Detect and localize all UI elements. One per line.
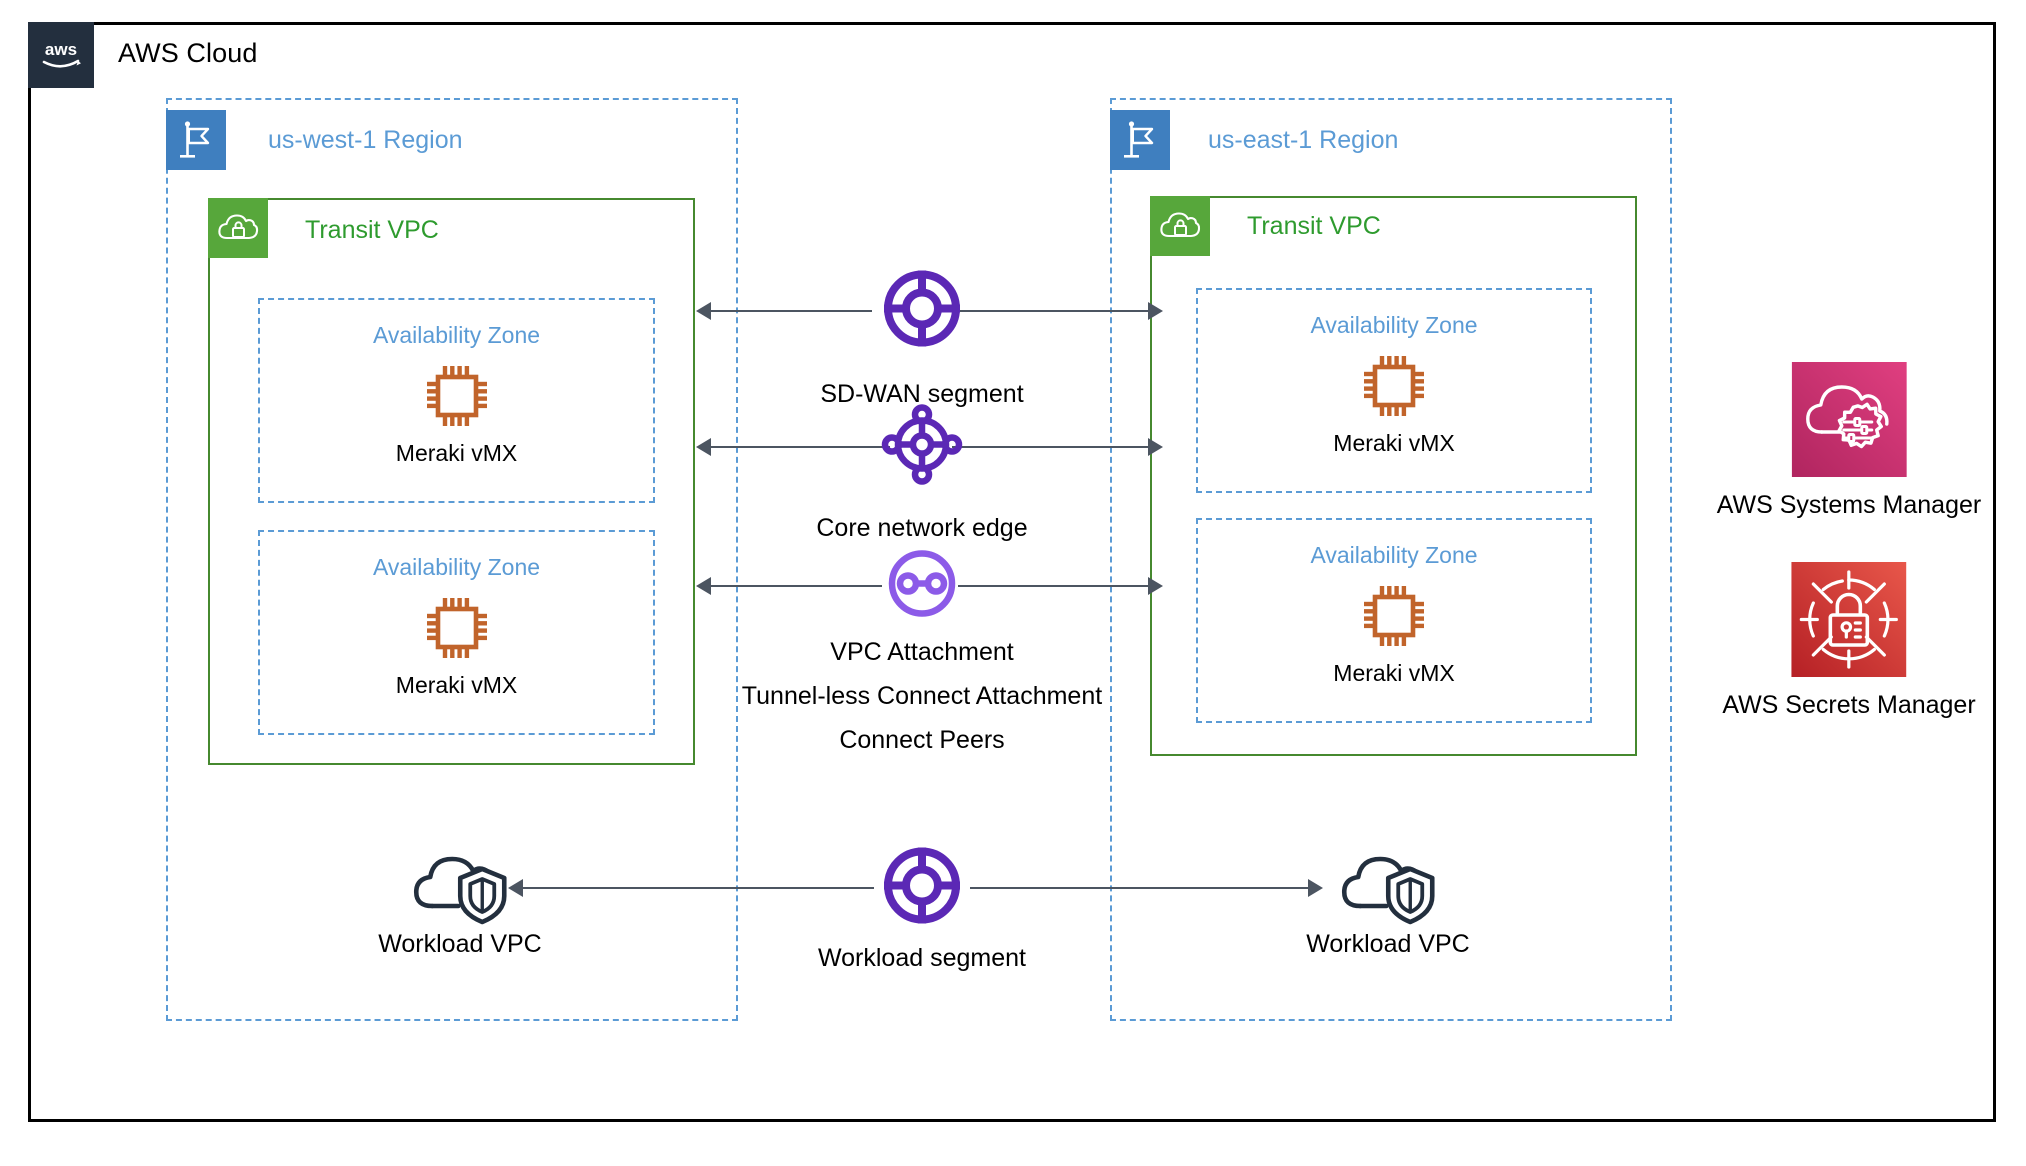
connector-sdwan-right <box>948 310 1148 312</box>
meraki-vmx-label: Meraki vMX <box>395 672 518 698</box>
arrow-left-vpcattach <box>696 577 711 595</box>
chip-icon <box>1364 356 1424 416</box>
meraki-vmx-label: Meraki vMX <box>1333 660 1455 686</box>
transit-vpc-us-west-1 <box>208 198 695 765</box>
arrow-right-workload <box>1308 879 1323 897</box>
meraki-vmx-node: Meraki vMX <box>1198 348 1590 457</box>
availability-zone-label: Availability Zone <box>372 322 541 348</box>
meraki-vmx-node: Meraki vMX <box>260 358 653 467</box>
service-label-systems-manager: AWS Systems Manager <box>1716 491 1982 519</box>
availability-zone-west-2: Availability Zone Meraki vMX <box>258 530 655 735</box>
connector-vpcattach-right <box>958 585 1148 587</box>
transit-vpc-us-east-1 <box>1150 196 1637 756</box>
arrow-right-sdwan <box>1148 302 1163 320</box>
region-flag-icon <box>1110 110 1170 170</box>
availability-zone-east-2: Availability Zone Meraki vMX <box>1196 518 1592 723</box>
vpc-cloud-lock-icon <box>1150 196 1210 256</box>
segment-quadrant-icon <box>880 844 964 933</box>
availability-zone-east-1: Availability Zone Meraki vMX <box>1196 288 1592 493</box>
transit-vpc-title-us-east-1: Transit VPC <box>1247 212 1381 240</box>
connector-sdwan-left <box>710 310 872 312</box>
meraki-vmx-node: Meraki vMX <box>1198 578 1590 687</box>
meraki-vmx-node: Meraki vMX <box>260 590 653 699</box>
transit-vpc-title-us-west-1: Transit VPC <box>305 216 439 244</box>
arrow-right-core <box>1148 438 1163 456</box>
chip-icon <box>426 366 487 426</box>
chip-icon <box>426 598 487 658</box>
region-flag-icon <box>166 110 226 170</box>
arrow-right-vpcattach <box>1148 577 1163 595</box>
connector-core-left <box>710 446 890 448</box>
cloud-shield-icon <box>413 856 507 925</box>
service-label-secrets-manager: AWS Secrets Manager <box>1722 691 1976 719</box>
page-title: AWS Cloud <box>118 38 258 68</box>
service-systems-manager: AWS Systems Manager <box>1717 362 1981 520</box>
workload-vpc-label: Workload VPC <box>378 930 542 958</box>
connector-vpcattach-left <box>710 585 882 587</box>
availability-zone-west-1: Availability Zone Meraki vMX <box>258 298 655 503</box>
core-network-edge-icon <box>880 403 964 492</box>
arrow-left-core <box>696 438 711 456</box>
svg-text:aws: aws <box>45 40 77 59</box>
segment-label-tunnel-less-connect-attachment: Tunnel-less Connect Attachment <box>741 682 1103 710</box>
secrets-manager-icon <box>1791 562 1907 677</box>
region-us-west-1 <box>166 98 738 1021</box>
segment-label-vpc-attachment: VPC Attachment <box>830 638 1014 666</box>
region-title-us-east-1: us-east-1 Region <box>1208 126 1399 154</box>
segment-label-core-network-edge: Core network edge <box>816 514 1028 542</box>
cloud-shield-icon <box>1341 856 1435 925</box>
segment-label-connect-peers: Connect Peers <box>839 726 1005 754</box>
availability-zone-label: Availability Zone <box>1310 542 1478 568</box>
segment-quadrant-icon <box>880 267 964 356</box>
connector-core-right <box>952 446 1148 448</box>
workload-vpc-label: Workload VPC <box>1306 930 1470 958</box>
arrow-left-sdwan <box>696 302 711 320</box>
segment-label-workload-segment: Workload segment <box>818 944 1026 972</box>
availability-zone-label: Availability Zone <box>1310 312 1478 338</box>
systems-manager-icon <box>1791 362 1907 477</box>
vpc-cloud-lock-icon <box>208 198 268 258</box>
chip-icon <box>1364 586 1424 646</box>
workload-vpc-us-west-1: Workload VPC <box>378 840 542 959</box>
connector-workload-right <box>970 887 1308 889</box>
region-title-us-west-1: us-west-1 Region <box>268 126 463 154</box>
arrow-left-workload <box>508 879 523 897</box>
meraki-vmx-label: Meraki vMX <box>395 440 518 466</box>
aws-cloud-boundary <box>28 22 1996 1122</box>
workload-vpc-us-east-1: Workload VPC <box>1306 840 1470 959</box>
meraki-vmx-label: Meraki vMX <box>1333 430 1455 456</box>
segment-label-sdwan: SD-WAN segment <box>820 380 1024 408</box>
region-us-east-1 <box>1110 98 1672 1021</box>
vpc-attachment-icon <box>880 542 964 631</box>
connector-workload-left <box>522 887 874 889</box>
availability-zone-label: Availability Zone <box>372 554 541 580</box>
aws-logo-icon: aws <box>28 22 94 88</box>
service-secrets-manager: AWS Secrets Manager <box>1722 562 1976 720</box>
